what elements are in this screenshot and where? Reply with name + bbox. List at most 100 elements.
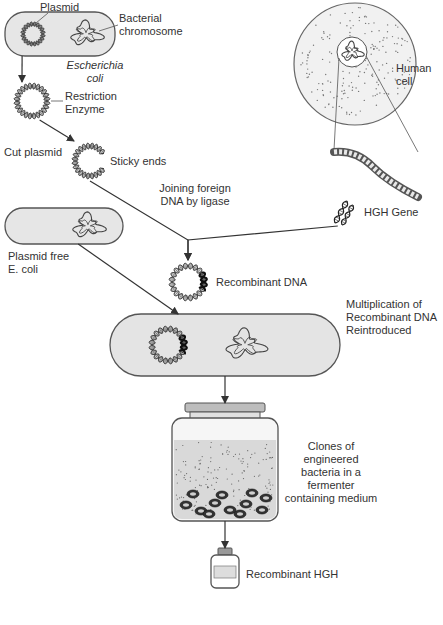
cytoplasm-dot [317,89,318,90]
medium-dot [272,467,273,468]
cytoplasm-dot [329,51,330,52]
bacterium-clone [237,512,243,515]
medium-dot [180,471,181,472]
medium-dot [211,485,212,486]
cytoplasm-dot [378,79,379,80]
flow-arrow [21,56,22,82]
medium-dot [266,459,267,460]
inserted-gene [180,336,187,354]
medium-dot [195,466,196,467]
medium-dot [271,468,272,469]
cytoplasm-dot [346,113,347,114]
cytoplasm-dot [308,76,309,77]
hgh-gene-dna [342,205,354,225]
cytoplasm-dot [392,36,393,37]
medium-dot [248,488,249,489]
cytoplasm-dot [368,23,369,24]
part-label: Joining foreign DNA by ligase [150,182,240,208]
medium-dot [227,450,228,451]
cytoplasm-dot [387,24,388,25]
bacterium-clone [187,490,199,498]
cytoplasm-dot [342,71,343,72]
bottle-cap [218,548,232,555]
cytoplasm-dot [344,90,345,91]
cytoplasm-dot [349,32,350,33]
cytoplasm-dot [323,94,324,95]
cytoplasm-dot [397,26,398,27]
cytoplasm-dot [344,93,345,94]
gene-fragment: HGH Gene [330,198,356,226]
cytoplasm-dot [376,82,377,83]
part-label: Sticky ends [110,155,180,168]
medium-dot [229,451,230,452]
culture-medium [174,440,276,519]
chromosome-squiggle [71,20,105,45]
engineered-cell: Multiplication of Recombinant DNA Reintr… [110,314,340,376]
bacterium-cell-shape [5,12,115,56]
medium-dot [227,454,228,455]
medium-dot [270,484,271,485]
bacterium-clone [203,510,215,518]
cytoplasm-dot [352,90,353,91]
cytoplasm-dot [402,38,403,39]
cytoplasm-dot [404,40,405,41]
cytoplasm-dot [332,107,333,108]
medium-dot [207,487,208,488]
recombinant-plasmid-shape [166,260,210,304]
medium-dot [238,458,239,459]
bacterium-clone [234,510,246,518]
bacterium-clone [243,502,249,505]
medium-dot [176,495,177,496]
cytoplasm-dot [330,91,331,92]
cytoplasm-dot [364,16,365,17]
medium-dot [239,489,240,490]
medium-dot [244,495,245,496]
cytoplasm-dot [322,90,323,91]
medium-dot [205,484,206,485]
medium-dot [251,454,252,455]
cytoplasm-dot [318,83,319,84]
chromosome-squiggle [342,41,364,60]
engineered-cell-shape [110,314,340,376]
cytoplasm-dot [379,41,380,42]
medium-dot [243,461,244,462]
medium-dot [254,453,255,454]
plasmid-free-cell: Plasmid free E. coli [5,208,123,244]
plasmid-dna [169,263,206,300]
bacterium-clone [260,494,272,502]
medium-dot [210,447,211,448]
cytoplasm-dot [311,91,312,92]
medium-dot [184,477,185,478]
cytoplasm-dot [339,106,340,107]
medium-dot [267,453,268,454]
node-caption: Human cell [396,62,440,88]
medium-dot [247,450,248,451]
cytoplasm-dot [370,47,371,48]
medium-dot [210,457,211,458]
plasmid-dna [149,326,187,364]
cytoplasm-dot [351,112,352,113]
cytoplasm-dot [397,88,398,89]
medium-dot [269,451,270,452]
cytoplasm-dot [395,78,396,79]
medium-dot [271,494,272,495]
cytoplasm-dot [333,97,334,98]
medium-dot [182,445,183,446]
medium-dot [217,469,218,470]
cytoplasm-dot [371,31,372,32]
cytoplasm-dot [366,68,367,69]
node-caption: Clones of engineered bacteria in a ferme… [284,440,378,505]
cytoplasm-dot [376,88,377,89]
hgh-gene-dna [342,205,354,225]
bacterium-clone [209,499,221,507]
cytoplasm-dot [410,57,411,58]
bacterium-cell: Escherichia coli [5,12,115,56]
medium-dot [222,454,223,455]
medium-dot [194,506,195,507]
cut-plasmid-dna [72,143,104,179]
plasmid-dna [149,326,187,364]
cytoplasm-dot [392,71,393,72]
cytoplasm-dot [343,93,344,94]
plasmid-dna [149,326,186,363]
